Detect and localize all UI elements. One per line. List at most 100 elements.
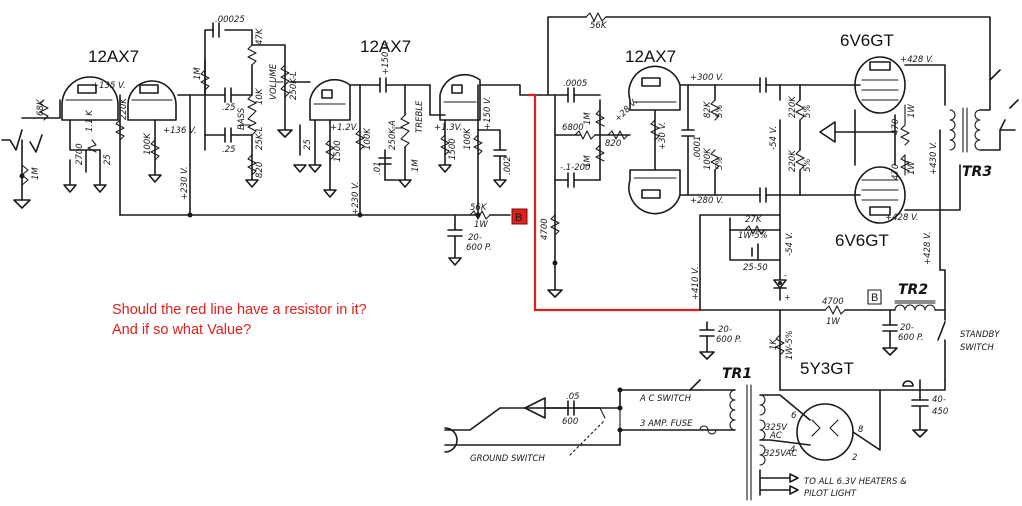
label-4700-b: 4700 xyxy=(822,297,844,307)
tube-v4 xyxy=(854,56,906,114)
label-c600-ac: 600 xyxy=(562,417,578,427)
label-100k-2: 100K xyxy=(363,127,373,150)
label-switch: SWITCH xyxy=(960,343,994,353)
tube-v5-label: 6V6GT xyxy=(835,231,889,250)
label-pilot: PILOT LIGHT xyxy=(804,489,857,499)
label-v135: +135 V. xyxy=(92,81,126,91)
label-v12: +1.2V. xyxy=(330,123,358,133)
label-1m-treble: 1M xyxy=(411,159,421,172)
label-220k-1: 220K xyxy=(119,97,129,120)
label-47k: 47K xyxy=(255,27,265,45)
label-c25-1: 25 xyxy=(103,154,113,165)
label-1w: 1W xyxy=(474,220,488,230)
tube-v2-label: 12AX7 xyxy=(360,37,411,56)
label-ground-switch: GROUND SWITCH xyxy=(470,454,545,464)
b-marker-box xyxy=(867,289,882,305)
tr2-label: TR2 xyxy=(898,282,928,298)
label-heaters: TO ALL 6.3V HEATERS & xyxy=(804,477,907,487)
label-1k: 1K xyxy=(769,338,779,350)
label-56k-feedback: 56K xyxy=(590,21,608,31)
label-v13: +1.3V. xyxy=(434,123,462,133)
label-v280: +280 V. xyxy=(690,196,724,206)
label-c1200: -.1-200 xyxy=(560,163,590,173)
label-c40: 40- xyxy=(932,395,946,405)
label-c25-2: 25 xyxy=(303,139,313,150)
label-v54-b: -54 V. xyxy=(785,232,795,256)
label-c25-a: .25 xyxy=(222,103,236,113)
tr1-label: TR1 xyxy=(722,366,752,382)
label-6800: 6800 xyxy=(562,123,584,133)
label-325vac: 325VAC xyxy=(764,449,797,459)
label-ac: AC xyxy=(769,431,782,441)
label-250k-a: 250K-A xyxy=(388,120,398,150)
label-v230-1: +230 V. xyxy=(180,166,190,200)
label-ac-switch: A C SWITCH xyxy=(639,394,692,404)
label-v54-a: -54 V. xyxy=(769,126,779,150)
label-c600-b: 600 P. xyxy=(716,335,742,345)
label-1500-b: 1500 xyxy=(448,138,458,160)
label-250k-l: 250K-L xyxy=(289,71,299,100)
label-pin4: 4 xyxy=(790,445,795,455)
label-c20-a: 20- xyxy=(468,233,482,243)
input-jack xyxy=(1,99,61,209)
tube-v2b xyxy=(439,73,481,121)
red-line xyxy=(527,93,700,312)
label-820-pi: 820 xyxy=(605,139,621,149)
label-27k: 27K xyxy=(745,215,763,225)
label-100k-3: 100K xyxy=(463,127,473,150)
label-c01: .01 xyxy=(373,161,383,175)
label-v300: +300 V. xyxy=(690,73,724,83)
label-standby: STANDBY xyxy=(960,330,1000,340)
label-v150-a: +150 V. xyxy=(381,41,391,75)
label-pin8: 8 xyxy=(858,425,864,435)
b-marker-red-label: B xyxy=(515,212,522,224)
label-1m-pi-a: 1M xyxy=(583,112,593,125)
label-00025: .00025 xyxy=(215,15,245,25)
label-c20-b: 20- xyxy=(718,325,732,335)
label-volume: VOLUME xyxy=(269,63,279,100)
label-1w-5pct-b: 1W-5% xyxy=(785,330,795,360)
label-c600-a: 600 P. xyxy=(466,243,492,253)
label-5pct-b: 5% xyxy=(715,157,725,171)
label-bass: BASS xyxy=(237,107,247,130)
label-5pct-d: 5% xyxy=(803,159,813,173)
label-10k: 10K xyxy=(255,87,265,105)
label-v230-2: +230 V. xyxy=(351,181,361,215)
label-25-50: 25-50 xyxy=(743,263,768,273)
question-line-1: Should the red line have a resistor in i… xyxy=(112,302,367,318)
label-c0001: .0001 xyxy=(693,136,703,160)
label-v136: +136 V. xyxy=(163,126,197,136)
label-v428-b: +428 V. xyxy=(885,213,919,223)
label-100k-pi: 100K xyxy=(703,147,713,170)
label-c20-c: 20- xyxy=(900,323,914,333)
label-c600-c: 600 P. xyxy=(898,333,924,343)
label-1m-pi-b: 1M xyxy=(583,155,593,168)
label-c0005: .0005 xyxy=(563,79,587,89)
tr3-label: TR3 xyxy=(962,164,992,180)
label-1m-tone: 1M xyxy=(193,67,203,80)
label-68k: 68K xyxy=(36,98,46,116)
tone-stack: .00025 47K .25 1M 10K .25 BASS 25K-L 820… xyxy=(189,15,311,188)
tube-v5 xyxy=(854,166,906,224)
label-220k-b: 220K xyxy=(788,149,798,172)
label-treble: TREBLE xyxy=(415,100,425,133)
tube-rectifier xyxy=(796,403,854,461)
label-pin2: 2 xyxy=(852,453,857,463)
label-325v: 325V xyxy=(765,423,788,433)
label-v30: +30 V. xyxy=(658,122,668,150)
label-c002: .002 xyxy=(503,156,513,175)
label-820: 820 xyxy=(255,162,265,178)
label-v428-a: +428 V. xyxy=(900,55,934,65)
label-c25-b: .25 xyxy=(222,145,236,155)
label-c450: 450 xyxy=(932,407,948,417)
label-82k: 82K xyxy=(703,100,713,118)
tube-rect-label: 5Y3GT xyxy=(800,359,854,378)
tube-v3-label: 12AX7 xyxy=(625,47,676,66)
label-c05: .05 xyxy=(566,392,580,402)
tube-v1-label: 12AX7 xyxy=(88,47,139,66)
label-470-b: 470 xyxy=(891,164,901,180)
label-2700: 2700 xyxy=(75,143,85,165)
label-56k-1w: 56K xyxy=(470,203,488,213)
